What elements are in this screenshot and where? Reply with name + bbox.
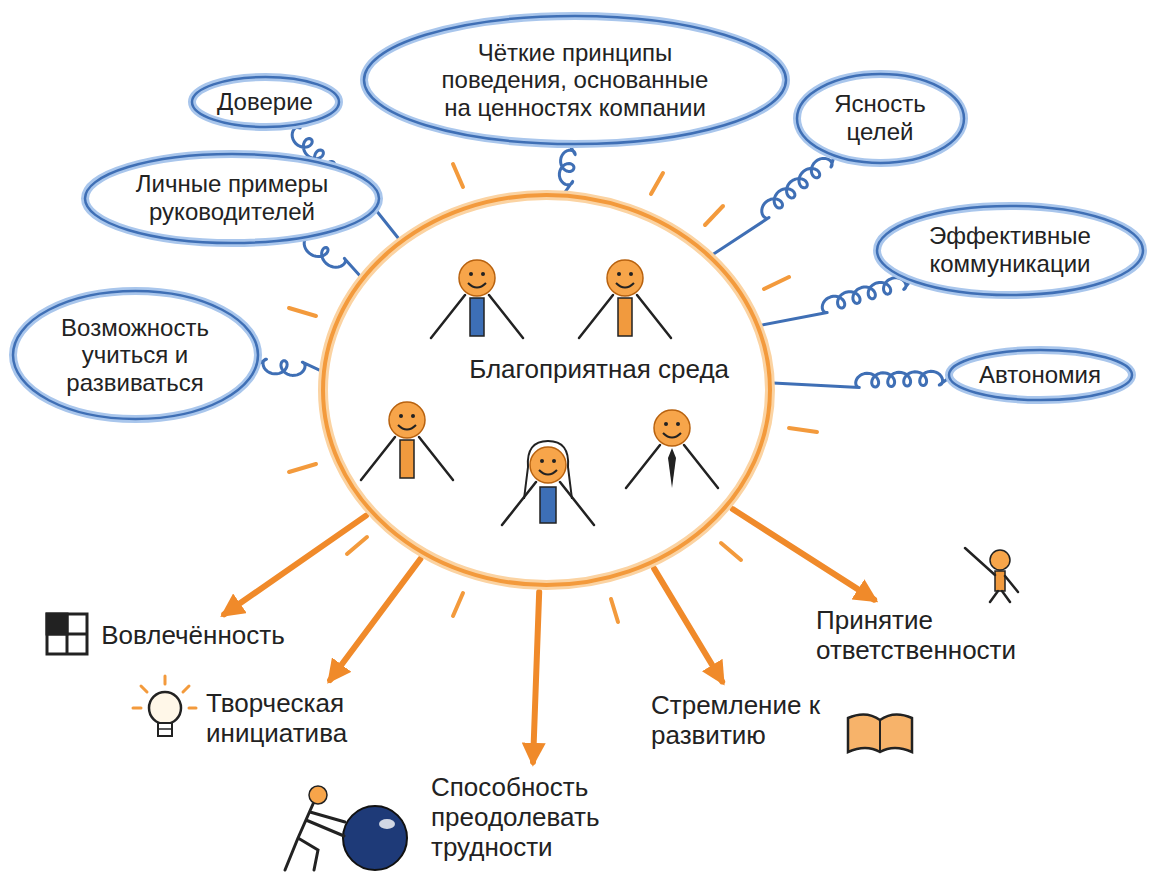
outline-stroke xyxy=(877,206,1143,295)
node-text: Творческая инициатива xyxy=(206,689,396,749)
outline-glow xyxy=(323,195,770,585)
person xyxy=(361,402,453,480)
speech-bubble: Эффективные коммуникации xyxy=(873,202,1147,299)
node-text: Эффективные коммуникации xyxy=(920,222,1100,277)
node-text: Способность преодолевать трудности xyxy=(431,773,631,863)
node-text: Доверие xyxy=(217,88,313,116)
node-text: Вовлечённость xyxy=(101,621,284,651)
node-text: Принятие ответственности xyxy=(816,606,1046,666)
person-woman xyxy=(502,441,594,525)
outline-glow xyxy=(877,206,1143,295)
outline-glow xyxy=(949,350,1132,400)
outcome-label: Принятие ответственности xyxy=(815,605,1047,667)
person xyxy=(579,260,671,338)
figure-with-pointer xyxy=(965,548,1018,602)
spring-connector xyxy=(761,278,912,326)
spring-connector xyxy=(559,144,575,193)
grid-icon xyxy=(47,614,87,654)
shape-outline xyxy=(318,190,775,590)
outline-stroke xyxy=(797,74,964,163)
outline-stroke xyxy=(364,16,786,144)
outline-stroke xyxy=(192,77,339,127)
outcome-label: Творческая инициатива xyxy=(205,688,397,750)
outcome-arrow xyxy=(533,592,539,762)
node-text: Личные примеры руководителей xyxy=(132,170,332,225)
outline-glow xyxy=(364,16,786,144)
outline-glow xyxy=(13,291,258,419)
spring-connector xyxy=(297,237,361,277)
outcome-arrow xyxy=(654,569,722,682)
node-text: Чёткие принципы поведения, основанные на… xyxy=(430,39,720,122)
person xyxy=(626,410,718,488)
outcome-label: Способность преодолевать трудности xyxy=(430,772,632,864)
outline-stroke xyxy=(85,154,379,243)
node-text: Автономия xyxy=(979,361,1101,389)
node-text: Ясность целей xyxy=(825,90,935,145)
lightbulb-icon xyxy=(133,676,196,736)
book-icon xyxy=(848,714,912,752)
speech-bubble: Чёткие принципы поведения, основанные на… xyxy=(360,12,790,148)
people xyxy=(361,260,718,525)
outcome-label: Вовлечённость xyxy=(100,620,286,652)
speech-bubble: Возможность учиться и развиваться xyxy=(9,287,262,423)
outline-glow xyxy=(797,74,964,163)
outline-glow xyxy=(85,154,379,243)
node-text: Благоприятная среда xyxy=(469,355,729,385)
spring-connector xyxy=(712,155,834,255)
speech-bubble: Личные примеры руководителей xyxy=(81,150,383,247)
outline-stroke xyxy=(13,291,258,419)
person xyxy=(431,260,523,338)
outcome-arrow xyxy=(330,559,420,680)
outline-stroke xyxy=(949,350,1132,400)
speech-bubble: Автономия xyxy=(945,346,1136,404)
speech-bubble: Доверие xyxy=(188,73,343,131)
node-text: Возможность учиться и развиваться xyxy=(53,314,218,397)
spring-connector xyxy=(773,371,949,387)
outcome-arrow xyxy=(733,509,874,600)
speech-bubble: Ясность целей xyxy=(793,70,968,167)
central-circle: Благоприятная среда xyxy=(318,190,775,590)
outline-glow xyxy=(192,77,339,127)
spring-connector xyxy=(256,359,321,375)
sun-rays xyxy=(289,164,817,622)
node-text: Стремление к развитию xyxy=(651,691,841,751)
figure-pushing-ball xyxy=(285,786,407,870)
outline-stroke xyxy=(323,195,770,585)
outcome-label: Стремление к развитию xyxy=(650,690,842,752)
outcome-arrow xyxy=(224,516,366,615)
